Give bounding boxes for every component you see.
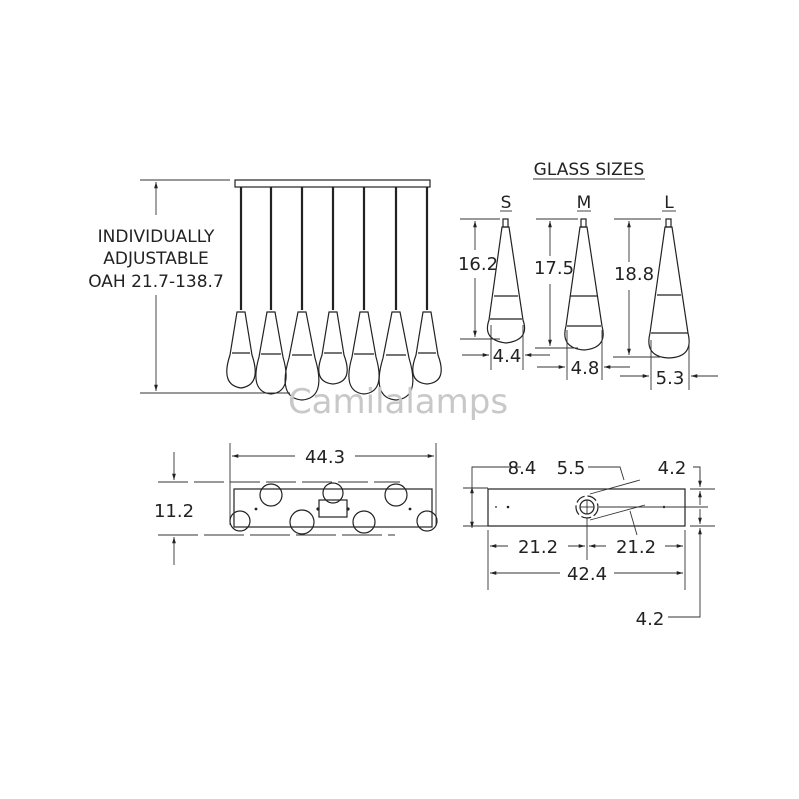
svg-text:5.3: 5.3: [656, 368, 685, 389]
glass-size-s: S 16.2 4.4: [458, 193, 550, 370]
top-depth: 11.2: [154, 501, 194, 522]
canopy-offset-left: 8.4: [508, 458, 537, 479]
pendant-4: [318, 187, 348, 385]
canopy-half-right: 21.2: [616, 537, 656, 558]
canopy-edge-top: 4.2: [658, 458, 687, 479]
label-line-3: OAH 21.7-138.7: [88, 272, 224, 292]
glass-size-m: M 17.5 4.8: [534, 193, 630, 380]
glass-sizes: GLASS SIZES S 16.2 4.4 M: [458, 160, 718, 390]
svg-text:L: L: [664, 193, 674, 213]
top-width: 44.3: [305, 447, 345, 468]
top-view: 44.3 11.2: [154, 443, 438, 565]
canopy-half-left: 21.2: [518, 537, 558, 558]
front-view: INDIVIDUALLY ADJUSTABLE OAH 21.7-138.7: [88, 179, 442, 401]
canopy-edge-bottom: 4.2: [636, 609, 665, 630]
pendant-5: [348, 187, 380, 395]
pendants: [226, 187, 442, 401]
pendant-2: [255, 187, 287, 395]
canopy-total-length: 42.4: [567, 564, 607, 585]
svg-text:M: M: [577, 193, 592, 213]
canopy-bar: [234, 179, 431, 188]
canopy-hole: 5.5: [557, 458, 586, 479]
pendant-3: [284, 187, 320, 401]
svg-text:4.8: 4.8: [571, 358, 600, 379]
watermark: Camilalamps: [288, 382, 508, 422]
canopy-view: 8.4 5.5 4.2 4.2 21.2 21.2 42.4: [463, 458, 715, 630]
label-line-2: ADJUSTABLE: [103, 249, 209, 269]
label-line-1: INDIVIDUALLY: [98, 227, 215, 247]
svg-text:18.8: 18.8: [614, 264, 654, 285]
glass-sizes-title: GLASS SIZES: [534, 160, 645, 180]
svg-text:4.4: 4.4: [493, 346, 522, 367]
svg-text:S: S: [501, 193, 512, 213]
svg-text:17.5: 17.5: [534, 258, 574, 279]
pendant-6: [378, 187, 414, 401]
glass-size-l: L 18.8 5.3: [613, 193, 718, 390]
pendant-7: [412, 187, 442, 385]
pendant-1: [226, 187, 256, 389]
svg-text:16.2: 16.2: [458, 254, 498, 275]
